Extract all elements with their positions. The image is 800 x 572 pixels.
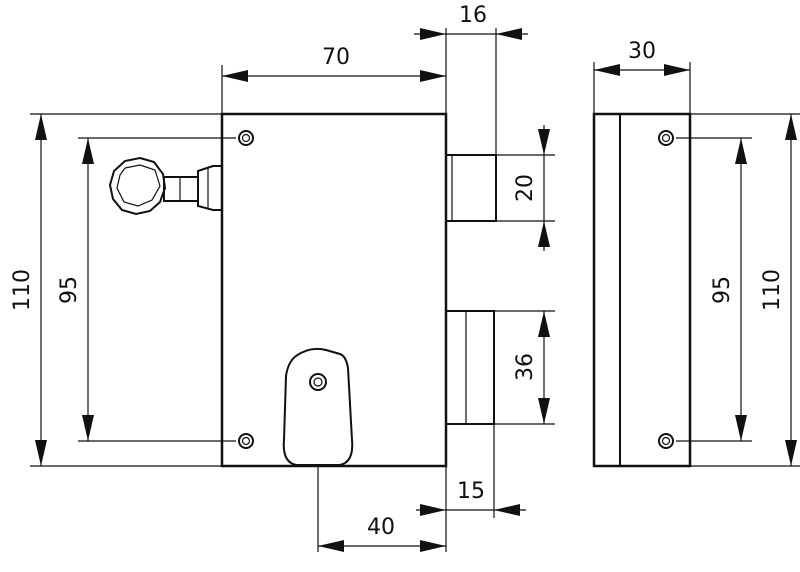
- extension-lines: [30, 28, 555, 552]
- dimension-bolt-projection-16: 16: [414, 3, 528, 40]
- dimension-label-16: 16: [459, 3, 487, 28]
- side-dimension-hole-spacing-95: 95: [710, 138, 747, 441]
- dimension-hole-spacing-95: 95: [57, 138, 94, 441]
- lock-case: [220, 112, 448, 468]
- dimension-width-70: 70: [222, 45, 446, 82]
- side-dimension-overall-height-110: 110: [760, 114, 797, 466]
- dimension-latch-projection-15: 15: [416, 479, 526, 516]
- dimension-label-110: 110: [10, 269, 35, 311]
- keyhole-cover: [282, 347, 354, 466]
- side-screw-hole-top: [658, 130, 674, 146]
- side-view: 30 95 110: [592, 39, 800, 468]
- knob-stem: [163, 176, 199, 202]
- side-dimension-label-110: 110: [760, 269, 785, 311]
- dimension-overall-height-110: 110: [10, 114, 47, 466]
- dimension-label-20: 20: [513, 174, 538, 202]
- side-screw-hole-bottom: [658, 433, 674, 449]
- dimension-depth-30: 30: [594, 39, 690, 76]
- dimension-keyhole-offset-40: 40: [318, 515, 446, 552]
- dimension-bolt-height-20: 20: [513, 125, 550, 251]
- screw-hole-top: [238, 130, 254, 146]
- front-view: 70 16 20 36 15: [10, 3, 555, 552]
- dead-bolt: [445, 154, 497, 222]
- side-extension-lines: [593, 62, 800, 467]
- dimension-label-15: 15: [457, 479, 485, 504]
- dimension-latch-height-36: 36: [513, 311, 550, 424]
- dimension-label-95: 95: [57, 276, 82, 304]
- side-dimension-label-95: 95: [710, 276, 735, 304]
- dimension-label-70: 70: [322, 45, 350, 70]
- side-dimension-label-30: 30: [628, 39, 656, 64]
- latch-bolt: [445, 310, 495, 425]
- side-case: [592, 112, 692, 468]
- dimension-label-40: 40: [367, 515, 395, 540]
- knob: [108, 156, 223, 216]
- dimension-label-36: 36: [513, 353, 538, 381]
- screw-hole-bottom: [238, 433, 254, 449]
